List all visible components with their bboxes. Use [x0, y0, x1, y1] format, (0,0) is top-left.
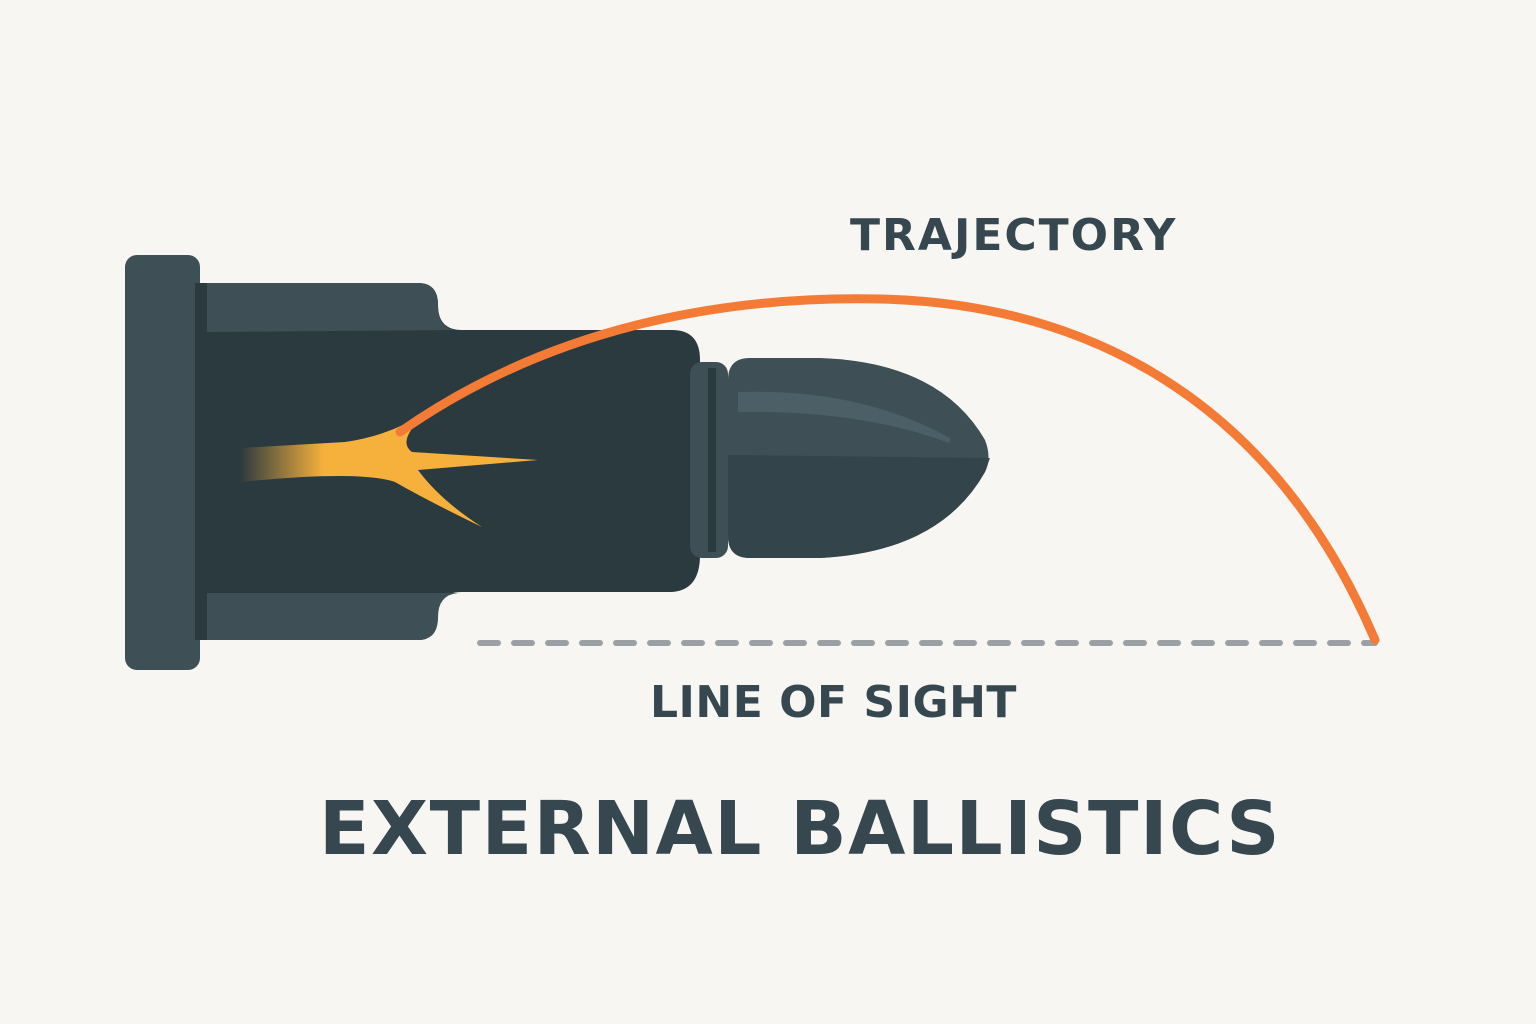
line-of-sight-label: LINE OF SIGHT	[650, 677, 1017, 728]
case-highlight-bottom	[207, 593, 458, 640]
bullet-cannelure-shadow	[708, 368, 716, 552]
muzzle-flash	[240, 410, 538, 527]
trajectory-label: TRAJECTORY	[850, 210, 1178, 261]
cartridge-rim	[125, 255, 200, 670]
bullet-shine	[738, 391, 951, 443]
case-highlight-top	[207, 283, 458, 332]
diagram-title: EXTERNAL BALLISTICS	[318, 786, 1282, 872]
trajectory-curve	[395, 294, 1380, 645]
bullet-shadow	[728, 455, 990, 558]
